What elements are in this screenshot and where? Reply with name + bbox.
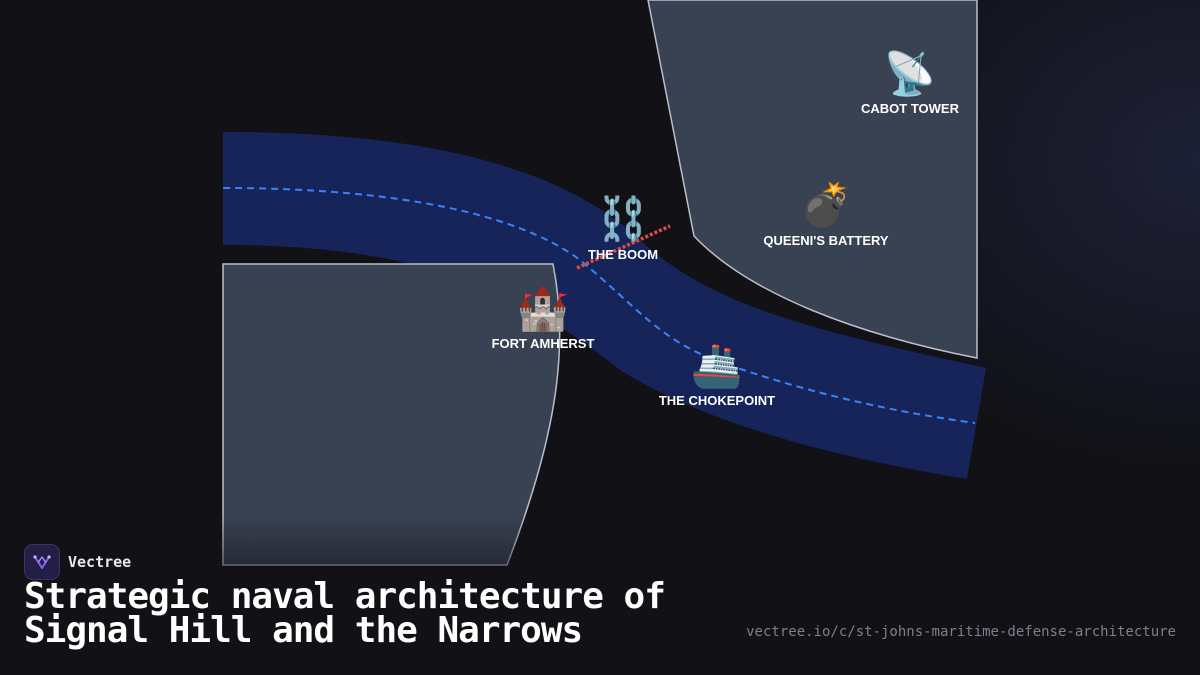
chain-icon: ⛓️ <box>597 194 649 243</box>
landmark-the-chokepoint: 🚢 THE CHOKEPOINT <box>659 341 775 408</box>
landmark-queens-battery: 💣 QUEENI'S BATTERY <box>763 180 888 248</box>
landmark-label: THE CHOKEPOINT <box>659 393 775 408</box>
narrows-channel <box>223 132 986 479</box>
shipping-route-line <box>222 187 976 424</box>
page-title: Strategic naval architecture of Signal H… <box>24 579 744 651</box>
landmark-label: FORT AMHERST <box>492 336 595 351</box>
landmark-label: QUEENI'S BATTERY <box>763 233 888 248</box>
landmark-label: CABOT TOWER <box>861 101 960 116</box>
landmark-label: THE BOOM <box>588 247 658 262</box>
brand-name: Vectree <box>68 553 132 571</box>
castle-icon: 🏰 <box>517 284 569 333</box>
landmark-fort-amherst: 🏰 FORT AMHERST <box>492 284 595 351</box>
source-url[interactable]: vectree.io/c/st-johns-maritime-defense-a… <box>746 624 1176 640</box>
vectree-logo-icon <box>24 544 60 580</box>
signal-hill-landmass <box>647 0 978 359</box>
ship-icon: 🚢 <box>691 341 743 390</box>
title-line-1: Strategic naval architecture of <box>24 576 666 617</box>
title-line-2: Signal Hill and the Narrows <box>24 610 583 651</box>
brand: Vectree <box>24 544 131 580</box>
bottom-gradient-overlay <box>0 515 1200 675</box>
landmark-the-boom: ⛓️ THE BOOM <box>588 194 658 262</box>
landmark-cabot-tower: 📡 CABOT TOWER <box>861 47 960 116</box>
satellite-dish-icon: 📡 <box>884 47 936 98</box>
boom-chain-line <box>576 224 671 270</box>
bomb-icon: 💣 <box>800 180 852 231</box>
